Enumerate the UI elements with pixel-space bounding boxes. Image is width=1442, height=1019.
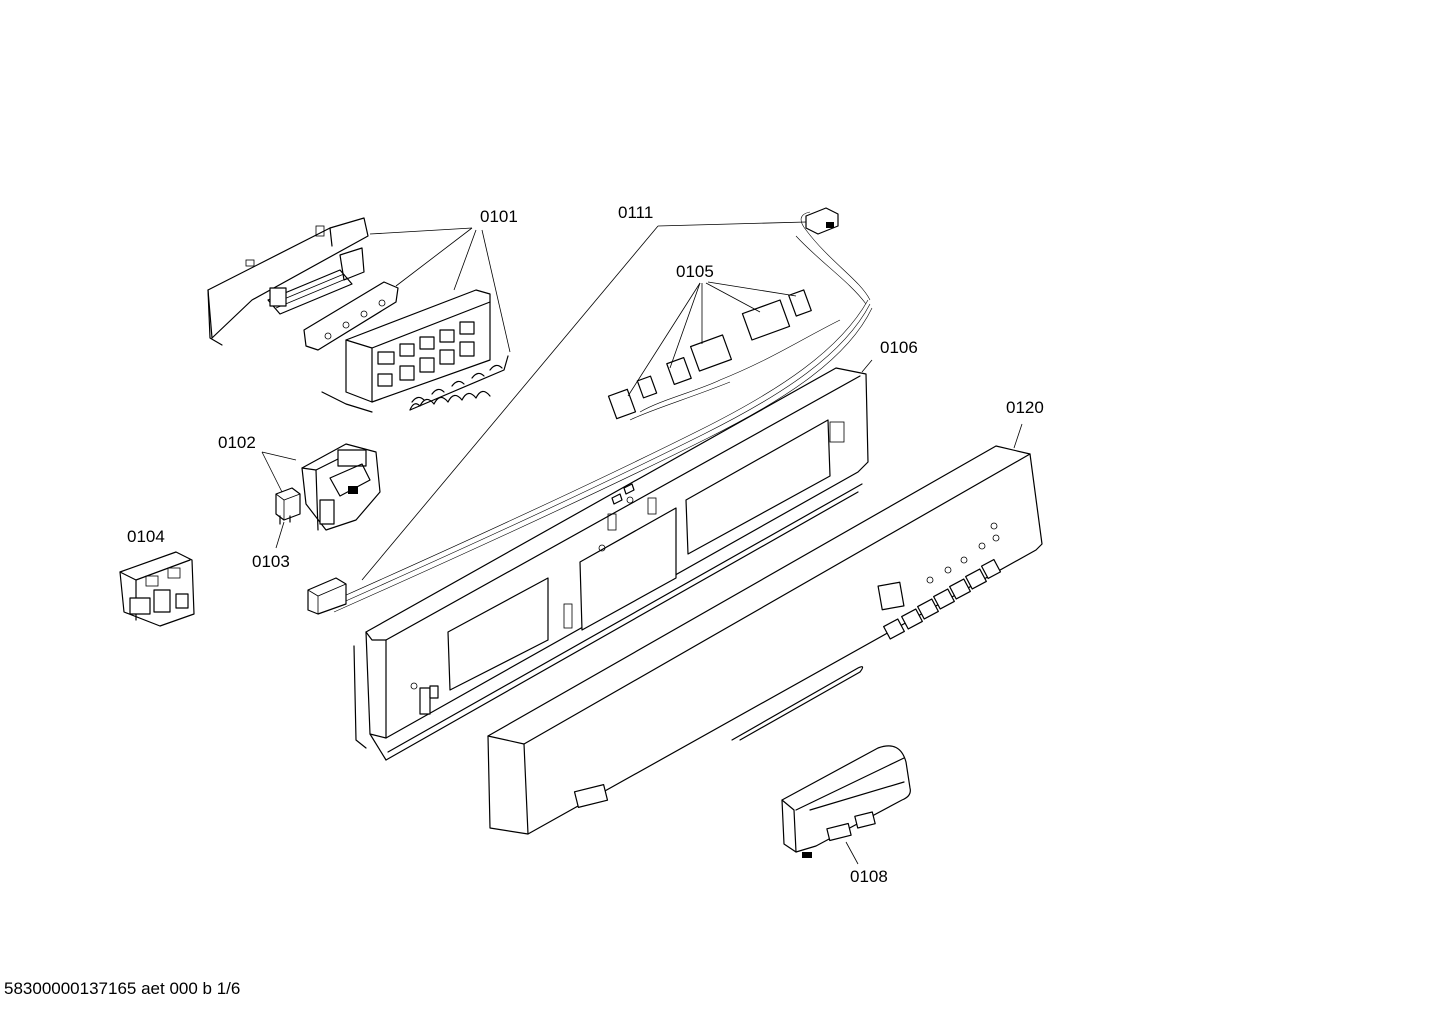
callout-0120: 0120 [1006, 398, 1044, 417]
part-0108-door-handle [781, 745, 911, 865]
callout-0102: 0102 [218, 433, 256, 452]
callout-0111: 0111 [618, 203, 653, 222]
callout-0104: 0104 [127, 527, 165, 546]
callout-0106: 0106 [880, 338, 918, 357]
part-0111-wiring-harness [307, 207, 873, 615]
callout-0101: 0101 [480, 207, 518, 226]
callout-0108: 0108 [850, 867, 888, 886]
part-0120-front-fascia [487, 423, 1043, 835]
part-0103-relay [275, 487, 301, 549]
document-reference: 58300000137165 aet 000 b 1/6 [4, 979, 241, 998]
callout-0103: 0103 [252, 552, 290, 571]
callout-0105: 0105 [676, 262, 714, 281]
part-0105-connectors [607, 281, 812, 420]
part-0101-control-module [207, 217, 511, 413]
part-0106-panel-frame [353, 359, 873, 761]
part-0104-terminal-block [119, 551, 195, 627]
part-0102-switch [261, 443, 381, 531]
fascia-button-row [883, 558, 1002, 640]
